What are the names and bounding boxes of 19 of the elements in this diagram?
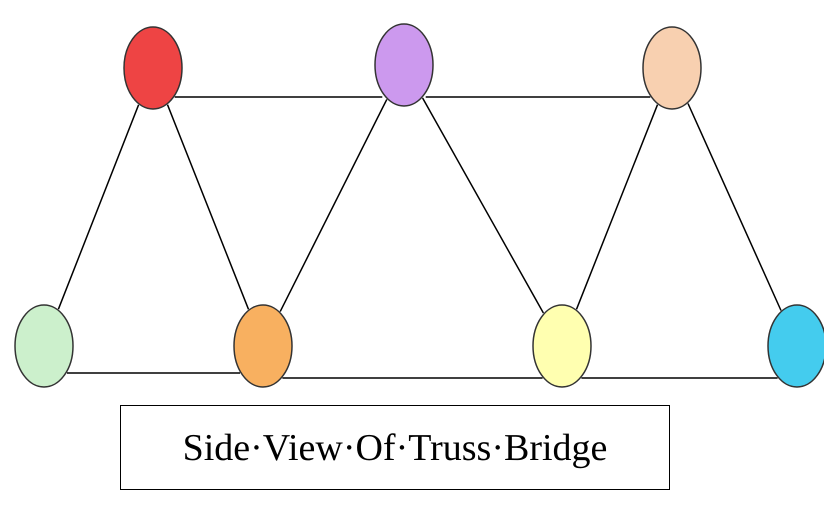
joint-circle [233, 304, 293, 388]
joint-circle [532, 304, 592, 388]
truss-member [687, 103, 782, 311]
truss-member [422, 98, 544, 314]
joint-circle [123, 26, 183, 110]
joint-circle [374, 23, 434, 107]
joint-circle [642, 26, 702, 110]
truss-member [58, 104, 140, 310]
caption-box [120, 405, 670, 490]
caption-text: Side·View·Of·Truss·Bridge [182, 426, 608, 470]
truss-member [67, 372, 240, 374]
truss-member [174, 96, 382, 98]
truss-member [576, 104, 658, 310]
truss-member [280, 99, 388, 312]
truss-member [581, 377, 778, 379]
truss-member [426, 96, 650, 98]
truss-member [166, 104, 250, 310]
truss-member [282, 377, 543, 379]
joint-circle [14, 304, 74, 388]
